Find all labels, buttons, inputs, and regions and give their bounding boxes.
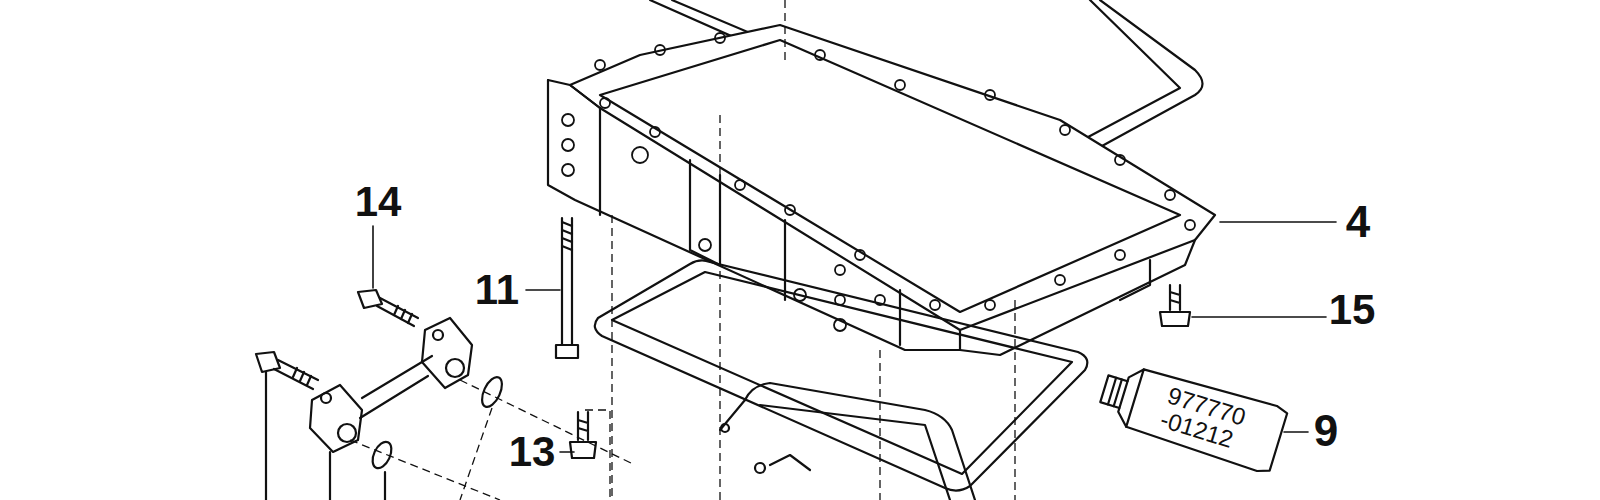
callout-number: 15	[1329, 289, 1376, 331]
callout-number: 11	[475, 269, 519, 311]
callout-number: 4	[1346, 200, 1370, 244]
callout-number: 14	[355, 181, 402, 223]
callout-number: 13	[509, 431, 556, 473]
callout-number: 9	[1314, 409, 1338, 453]
